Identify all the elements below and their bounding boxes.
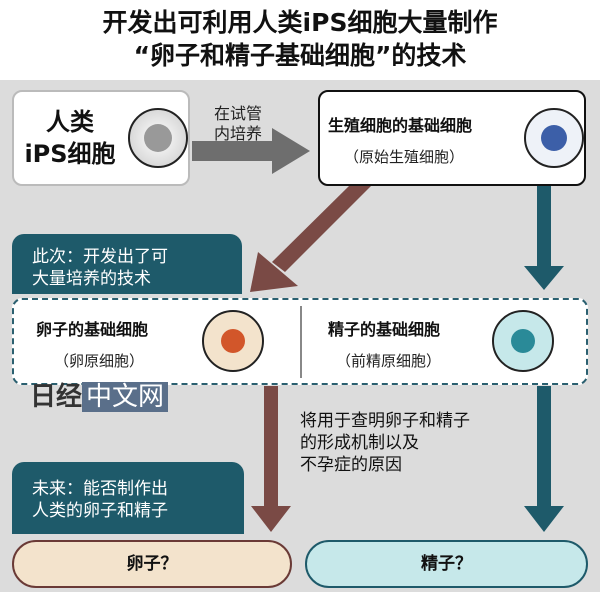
sperm-arrow-top <box>524 186 564 290</box>
sperm-result: 精子？ <box>305 540 588 588</box>
culture-arrow <box>192 128 310 174</box>
germ-cell-icon <box>524 108 584 168</box>
sperm-base-cell-icon <box>492 310 554 372</box>
sperm-arrow-bottom <box>524 386 564 532</box>
base-cells-box: 卵子的基础细胞 （卵原细胞） 精子的基础细胞 （前精原细胞） <box>12 298 588 385</box>
egg-diagonal-arrow <box>250 185 372 292</box>
diagram-title: 开发出可利用人类iPS细胞大量制作 “卵子和精子基础细胞”的技术 <box>102 8 498 70</box>
egg-base-cell-icon <box>202 310 264 372</box>
culture-label: 在试管 内培养 <box>214 104 263 143</box>
usage-note: 将用于查明卵子和精子 的形成机制以及 不孕症的原因 <box>300 411 470 475</box>
ips-cell-box: 人类 iPS细胞 <box>12 90 190 186</box>
germ-cell-box: 生殖细胞的基础细胞 （原始生殖细胞） <box>318 90 586 186</box>
watermark-site-text: 中文网 <box>82 382 169 412</box>
egg-result: 卵子？ <box>12 540 292 588</box>
watermark-logo-text: 日经 <box>30 382 83 412</box>
future-box: 未来：能否制作出 人类的卵子和精子 <box>12 462 244 534</box>
divider <box>300 306 302 378</box>
now-box: 此次：开发出了可 大量培养的技术 <box>12 234 242 294</box>
egg-arrow-bottom <box>251 386 291 532</box>
watermark: 日经中文网 <box>30 378 169 416</box>
ips-cell-icon <box>128 108 188 168</box>
